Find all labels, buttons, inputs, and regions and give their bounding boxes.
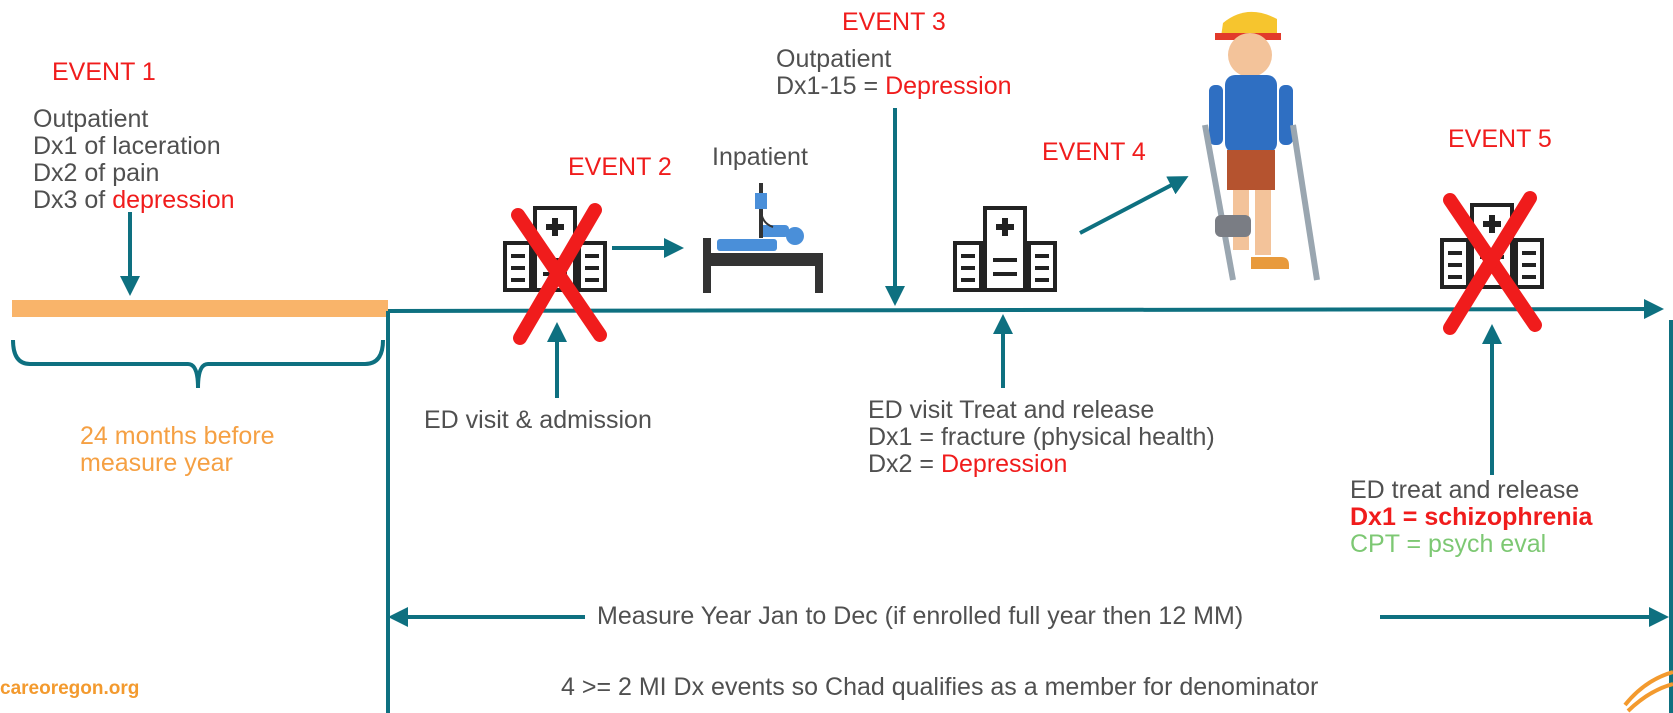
inpatient-label: Inpatient — [712, 143, 808, 171]
timeline-axis — [387, 299, 1664, 320]
event1-line: Dx1 of laceration — [33, 132, 221, 160]
event2-caption: ED visit & admission — [424, 406, 652, 434]
event4-dx2-value: Depression — [940, 450, 1068, 478]
red-x-icon — [1443, 191, 1542, 335]
event1-line: Dx3 of depression — [33, 187, 235, 214]
event3-line: Outpatient — [776, 45, 892, 73]
event1-line: Outpatient — [33, 105, 149, 133]
conclusion-text: 4 >= 2 MI Dx events so Chad qualifies as… — [561, 673, 1319, 701]
event4-line: ED visit Treat and release — [868, 396, 1155, 424]
measure-year-label: Measure Year Jan to Dec (if enrolled ful… — [597, 602, 1244, 630]
event4-dx2-prefix: Dx2 = — [868, 450, 941, 478]
event3-title: EVENT 3 — [842, 8, 946, 36]
event4-details: ED visit Treat and release Dx1 = fractur… — [868, 397, 1215, 478]
lookback-bracket — [11, 339, 385, 389]
event5-title: EVENT 5 — [1448, 125, 1552, 153]
hospital-icon — [1440, 203, 1544, 289]
event5-cpt: CPT = psych eval — [1350, 530, 1547, 558]
event4-title: EVENT 4 — [1042, 138, 1146, 166]
lookback-bar — [12, 300, 388, 317]
event4-to-image-arrow — [1079, 176, 1189, 235]
event1-dx3-value: depression — [112, 186, 235, 214]
careoregon-logo — [1623, 670, 1673, 713]
event2-title: EVENT 2 — [568, 153, 672, 181]
event3-dx-prefix: Dx1-15 = — [776, 72, 886, 100]
red-x-icon — [511, 203, 607, 345]
event3-details: Outpatient Dx1-15 = Depression — [776, 46, 1012, 100]
hospital-bed-icon — [703, 183, 823, 293]
event5-dx1: Dx1 = schizophrenia — [1350, 503, 1593, 531]
lookback-line: 24 months before — [80, 422, 275, 450]
event1-line: Dx2 of pain — [33, 159, 160, 187]
event4-line: Dx1 = fracture (physical health) — [868, 423, 1215, 451]
footer-site[interactable]: careoregon.org — [0, 678, 140, 699]
boy-on-crutches-image — [1202, 11, 1320, 281]
event3-dx-value: Depression — [885, 72, 1012, 100]
lookback-line: measure year — [80, 449, 233, 477]
event1-details: Outpatient Dx1 of laceration Dx2 of pain… — [33, 106, 235, 214]
event1-title: EVENT 1 — [52, 58, 156, 86]
event5-line: ED treat and release — [1350, 476, 1580, 504]
event4-line: Dx2 = Depression — [868, 451, 1215, 478]
hospital-icon — [953, 206, 1057, 292]
lookback-label: 24 months before measure year — [80, 423, 275, 477]
event3-line: Dx1-15 = Depression — [776, 73, 1012, 100]
event1-dx3-prefix: Dx3 of — [33, 186, 113, 214]
event5-details: ED treat and release Dx1 = schizophrenia… — [1350, 477, 1592, 558]
